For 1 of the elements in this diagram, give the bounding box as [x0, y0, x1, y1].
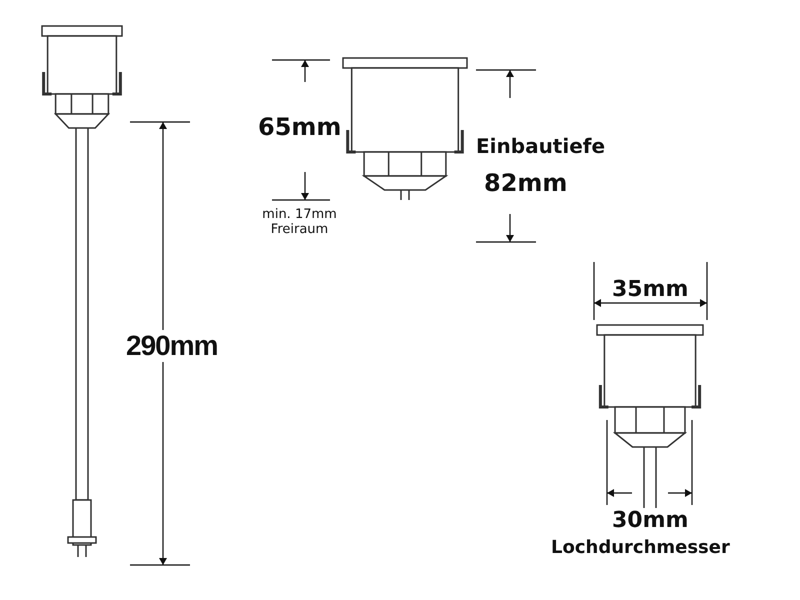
dimension-label: 290mm — [126, 330, 218, 362]
